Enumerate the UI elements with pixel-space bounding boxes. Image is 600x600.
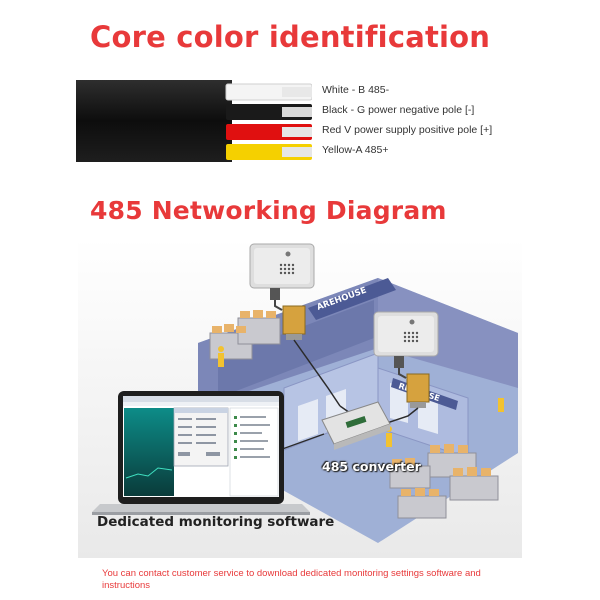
cable-jacket bbox=[76, 80, 232, 162]
wire-label-red: Red V power supply positive pole [+] bbox=[322, 124, 493, 136]
networking-title: 485 Networking Diagram bbox=[90, 196, 447, 225]
core-color-title: Core color identification bbox=[90, 20, 491, 54]
software-label: Dedicated monitoring software bbox=[97, 514, 335, 530]
sensor-device-2 bbox=[373, 311, 439, 408]
cable-illustration bbox=[76, 80, 312, 162]
converter-device bbox=[321, 401, 391, 450]
shelving-racks bbox=[209, 310, 499, 519]
converter-label: 485 converter bbox=[322, 459, 421, 474]
wire-label-white: White - B 485- bbox=[322, 84, 390, 96]
footer-note: You can contact customer service to down… bbox=[102, 568, 481, 591]
networking-diagram: AREHOUSE REHOUSE bbox=[78, 238, 522, 558]
sensor-device-1 bbox=[249, 243, 315, 340]
laptop-illustration bbox=[92, 391, 310, 515]
wire-label-black: Black - G power negative pole [-] bbox=[322, 104, 475, 116]
wire-label-yellow: Yellow-A 485+ bbox=[322, 144, 389, 156]
